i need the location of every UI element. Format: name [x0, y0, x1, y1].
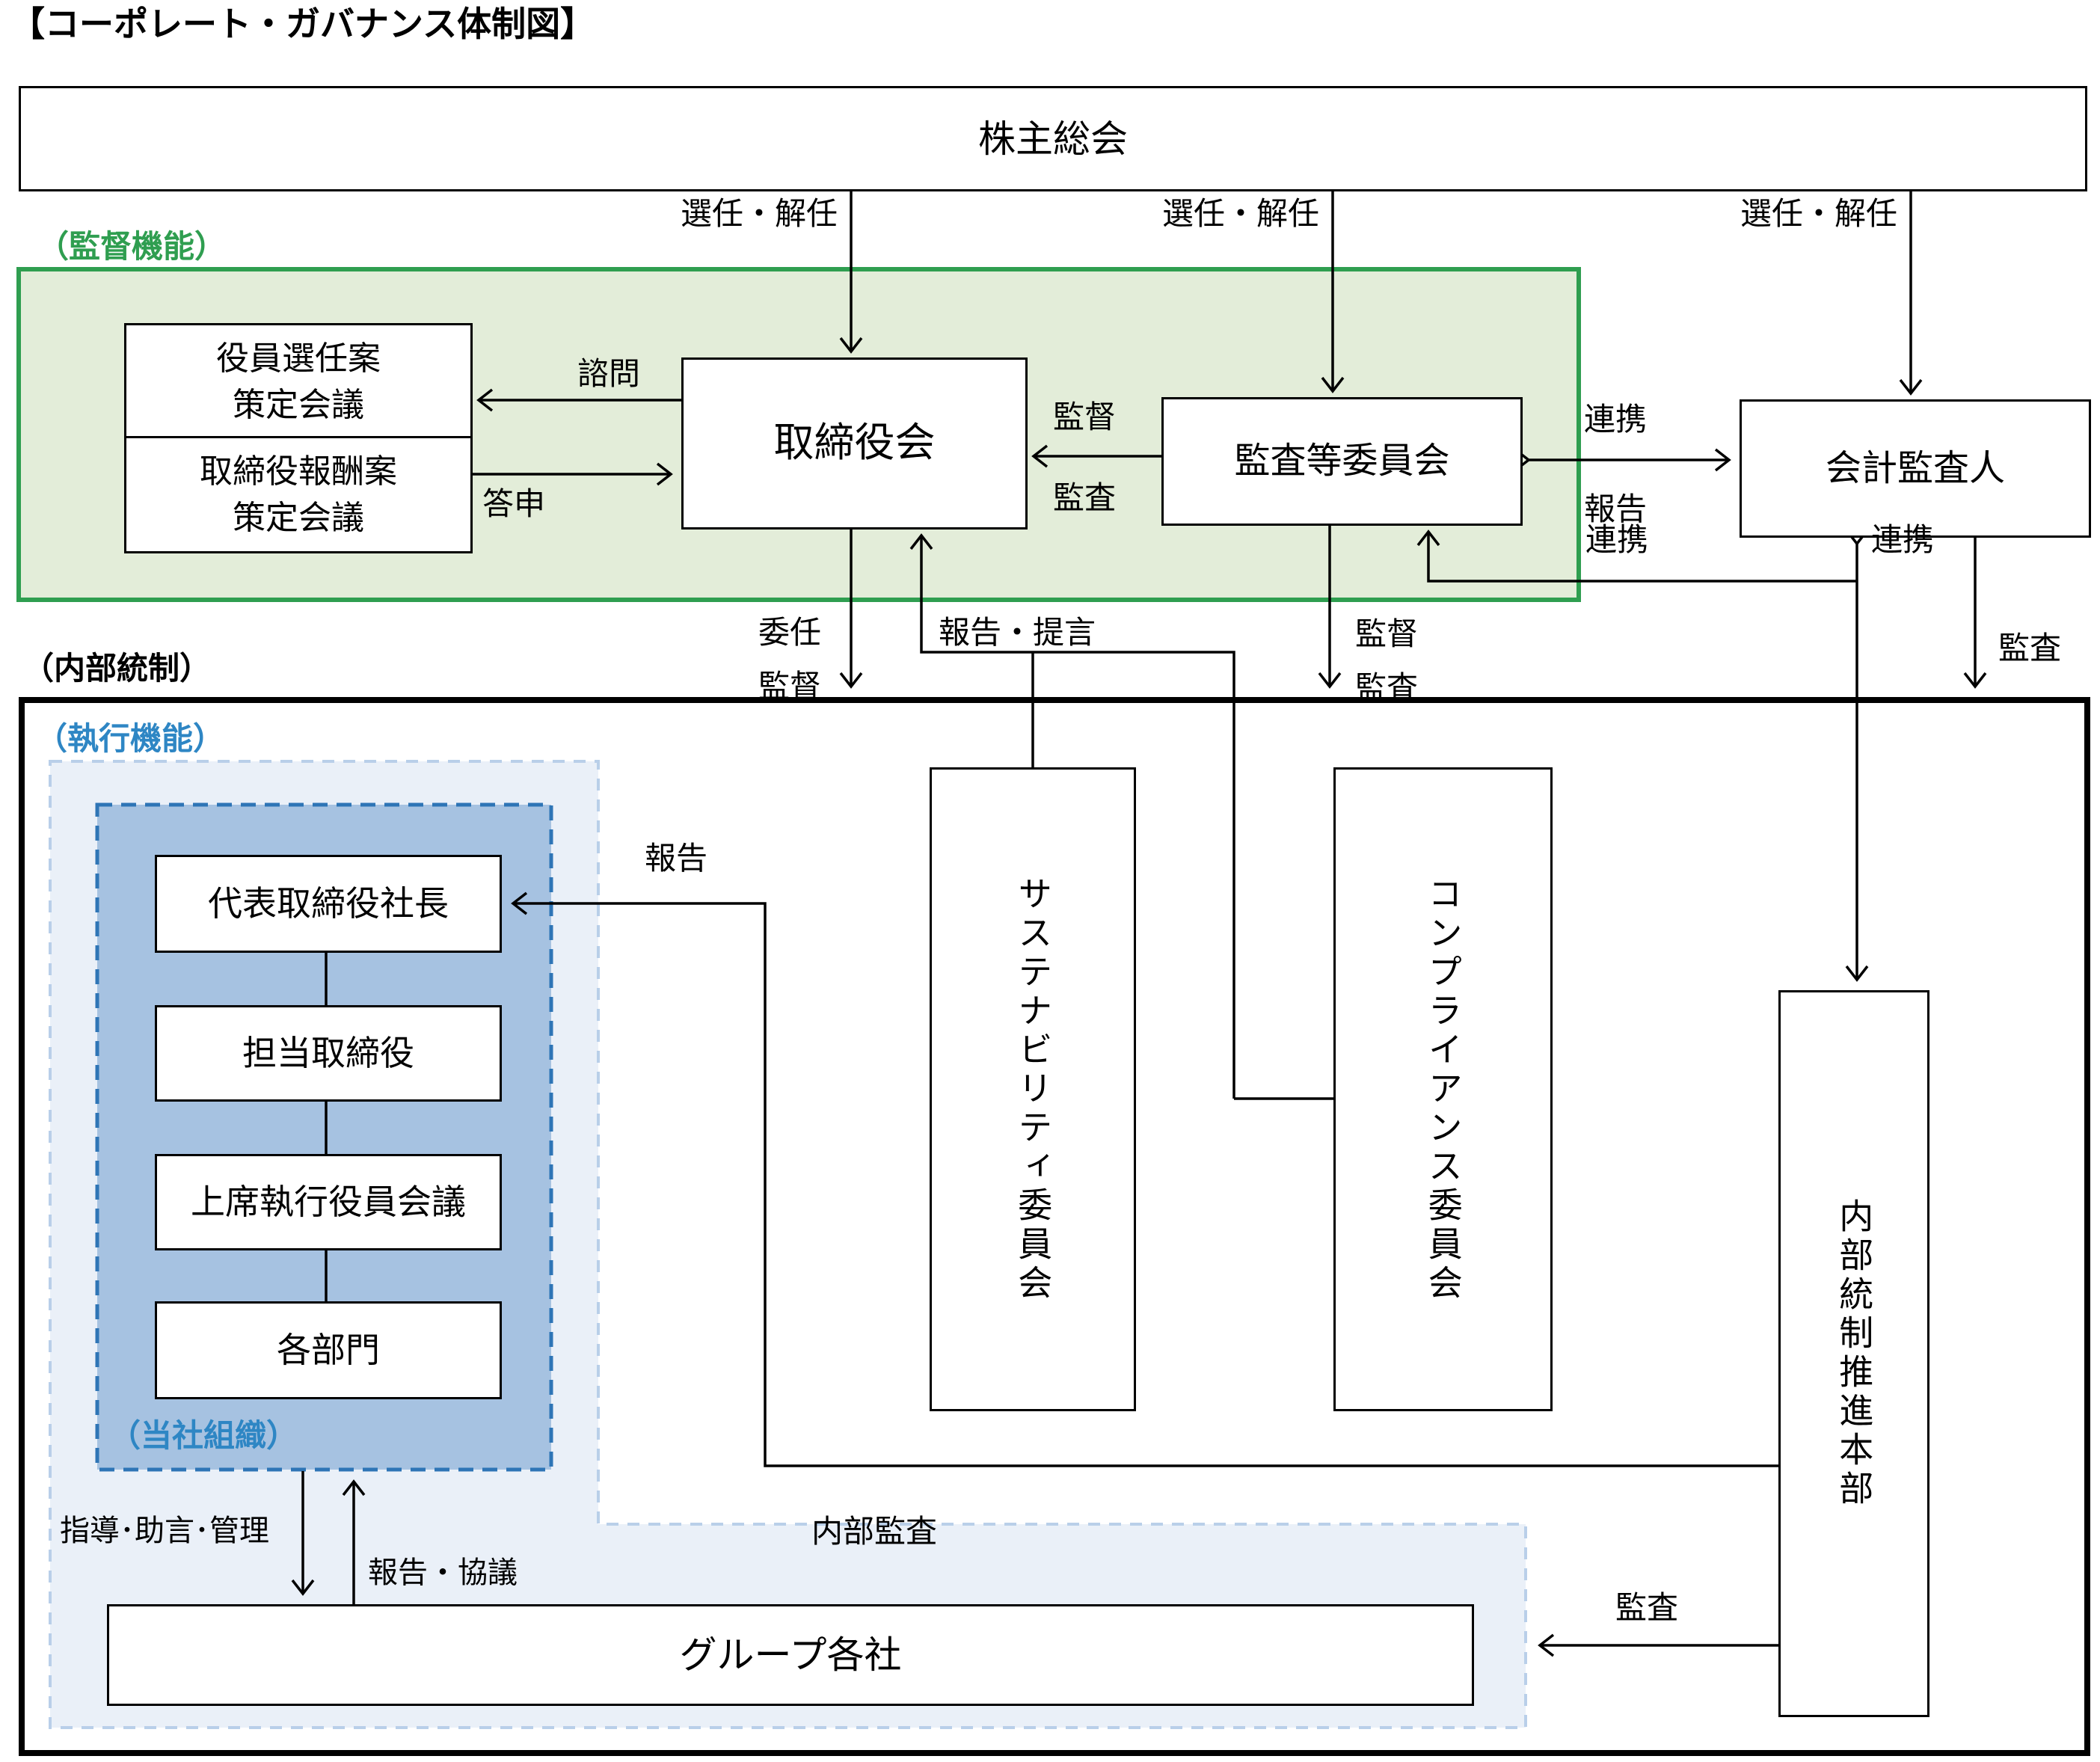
- edge-report-proposal: [909, 533, 1235, 1099]
- node-director-compensation-line2: 策定会議: [233, 499, 364, 536]
- label-report-proposal: 報告・提言: [939, 615, 1096, 650]
- node-president: 代表取締役社長: [155, 855, 502, 953]
- node-sustainability-committee: サステナビリティ委員会: [930, 767, 1136, 1411]
- edge-hq-president-report: [511, 891, 1778, 1467]
- node-officer-nomination-line1: 役員選任案: [216, 340, 381, 377]
- label-appoint-dismiss-auditor: 選任・解任: [1740, 196, 1897, 231]
- node-internal-control-promotion-hq: 内部統制推進本部: [1778, 990, 1929, 1717]
- label-supervise-2: 監督: [758, 669, 822, 704]
- section-our-organization: （当社組織）: [109, 1418, 298, 1453]
- node-officer-nomination-meeting: 役員選任案 策定会議: [124, 323, 473, 440]
- label-delegate: 委任: [758, 615, 822, 650]
- label-report-1: 報告: [1584, 491, 1648, 527]
- label-report-president: 報告: [645, 841, 708, 876]
- page-title: 【コーポレート・ガバナンス体制図】: [10, 4, 595, 43]
- node-departments: 各部門: [155, 1301, 502, 1399]
- node-officer-nomination-line2: 策定会議: [233, 386, 364, 423]
- section-execution: （執行機能）: [36, 721, 225, 756]
- label-report-back: 答申: [482, 486, 546, 521]
- label-cooperate-3: 連携: [1871, 522, 1935, 557]
- label-internal-audit: 内部監査: [811, 1514, 938, 1549]
- label-cooperate-2: 連携: [1585, 522, 1649, 557]
- label-appoint-dismiss-audit: 選任・解任: [1161, 196, 1319, 231]
- node-accounting-auditor: 会計監査人: [1740, 399, 2091, 538]
- section-internal-control: （内部統制）: [22, 651, 212, 686]
- label-supervise-1: 監督: [1053, 399, 1117, 435]
- label-advisory: 諮問: [577, 356, 641, 391]
- node-director-compensation-line1: 取締役報酬案: [200, 452, 397, 490]
- label-appoint-dismiss-board: 選任・解任: [680, 196, 838, 231]
- label-audit-group: 監査: [1615, 1590, 1679, 1625]
- node-directors-in-charge: 担当取締役: [155, 1005, 502, 1102]
- section-supervision: （監督機能）: [37, 229, 227, 264]
- node-director-compensation-meeting: 取締役報酬案 策定会議: [124, 436, 473, 553]
- label-guidance-advice-management: 指導･助言･管理: [60, 1514, 269, 1547]
- label-audit-2: 監査: [1355, 670, 1419, 705]
- node-senior-executive-meeting: 上席執行役員会議: [155, 1154, 502, 1250]
- node-board-of-directors: 取締役会: [681, 357, 1028, 529]
- node-audit-committee: 監査等委員会: [1161, 397, 1523, 526]
- label-audit-1: 監査: [1053, 480, 1117, 515]
- label-supervise-3: 監督: [1355, 616, 1419, 651]
- label-cooperate-1: 連携: [1584, 402, 1648, 437]
- node-compliance-committee: コンプライアンス委員会: [1333, 767, 1553, 1411]
- edge-hq-audit-committee: [1416, 529, 1857, 583]
- label-report-consultation: 報告・協議: [368, 1556, 518, 1589]
- label-audit-right: 監査: [1998, 630, 2062, 666]
- node-group-companies: グループ各社: [107, 1604, 1474, 1706]
- node-shareholders-meeting: 株主総会: [19, 86, 2087, 191]
